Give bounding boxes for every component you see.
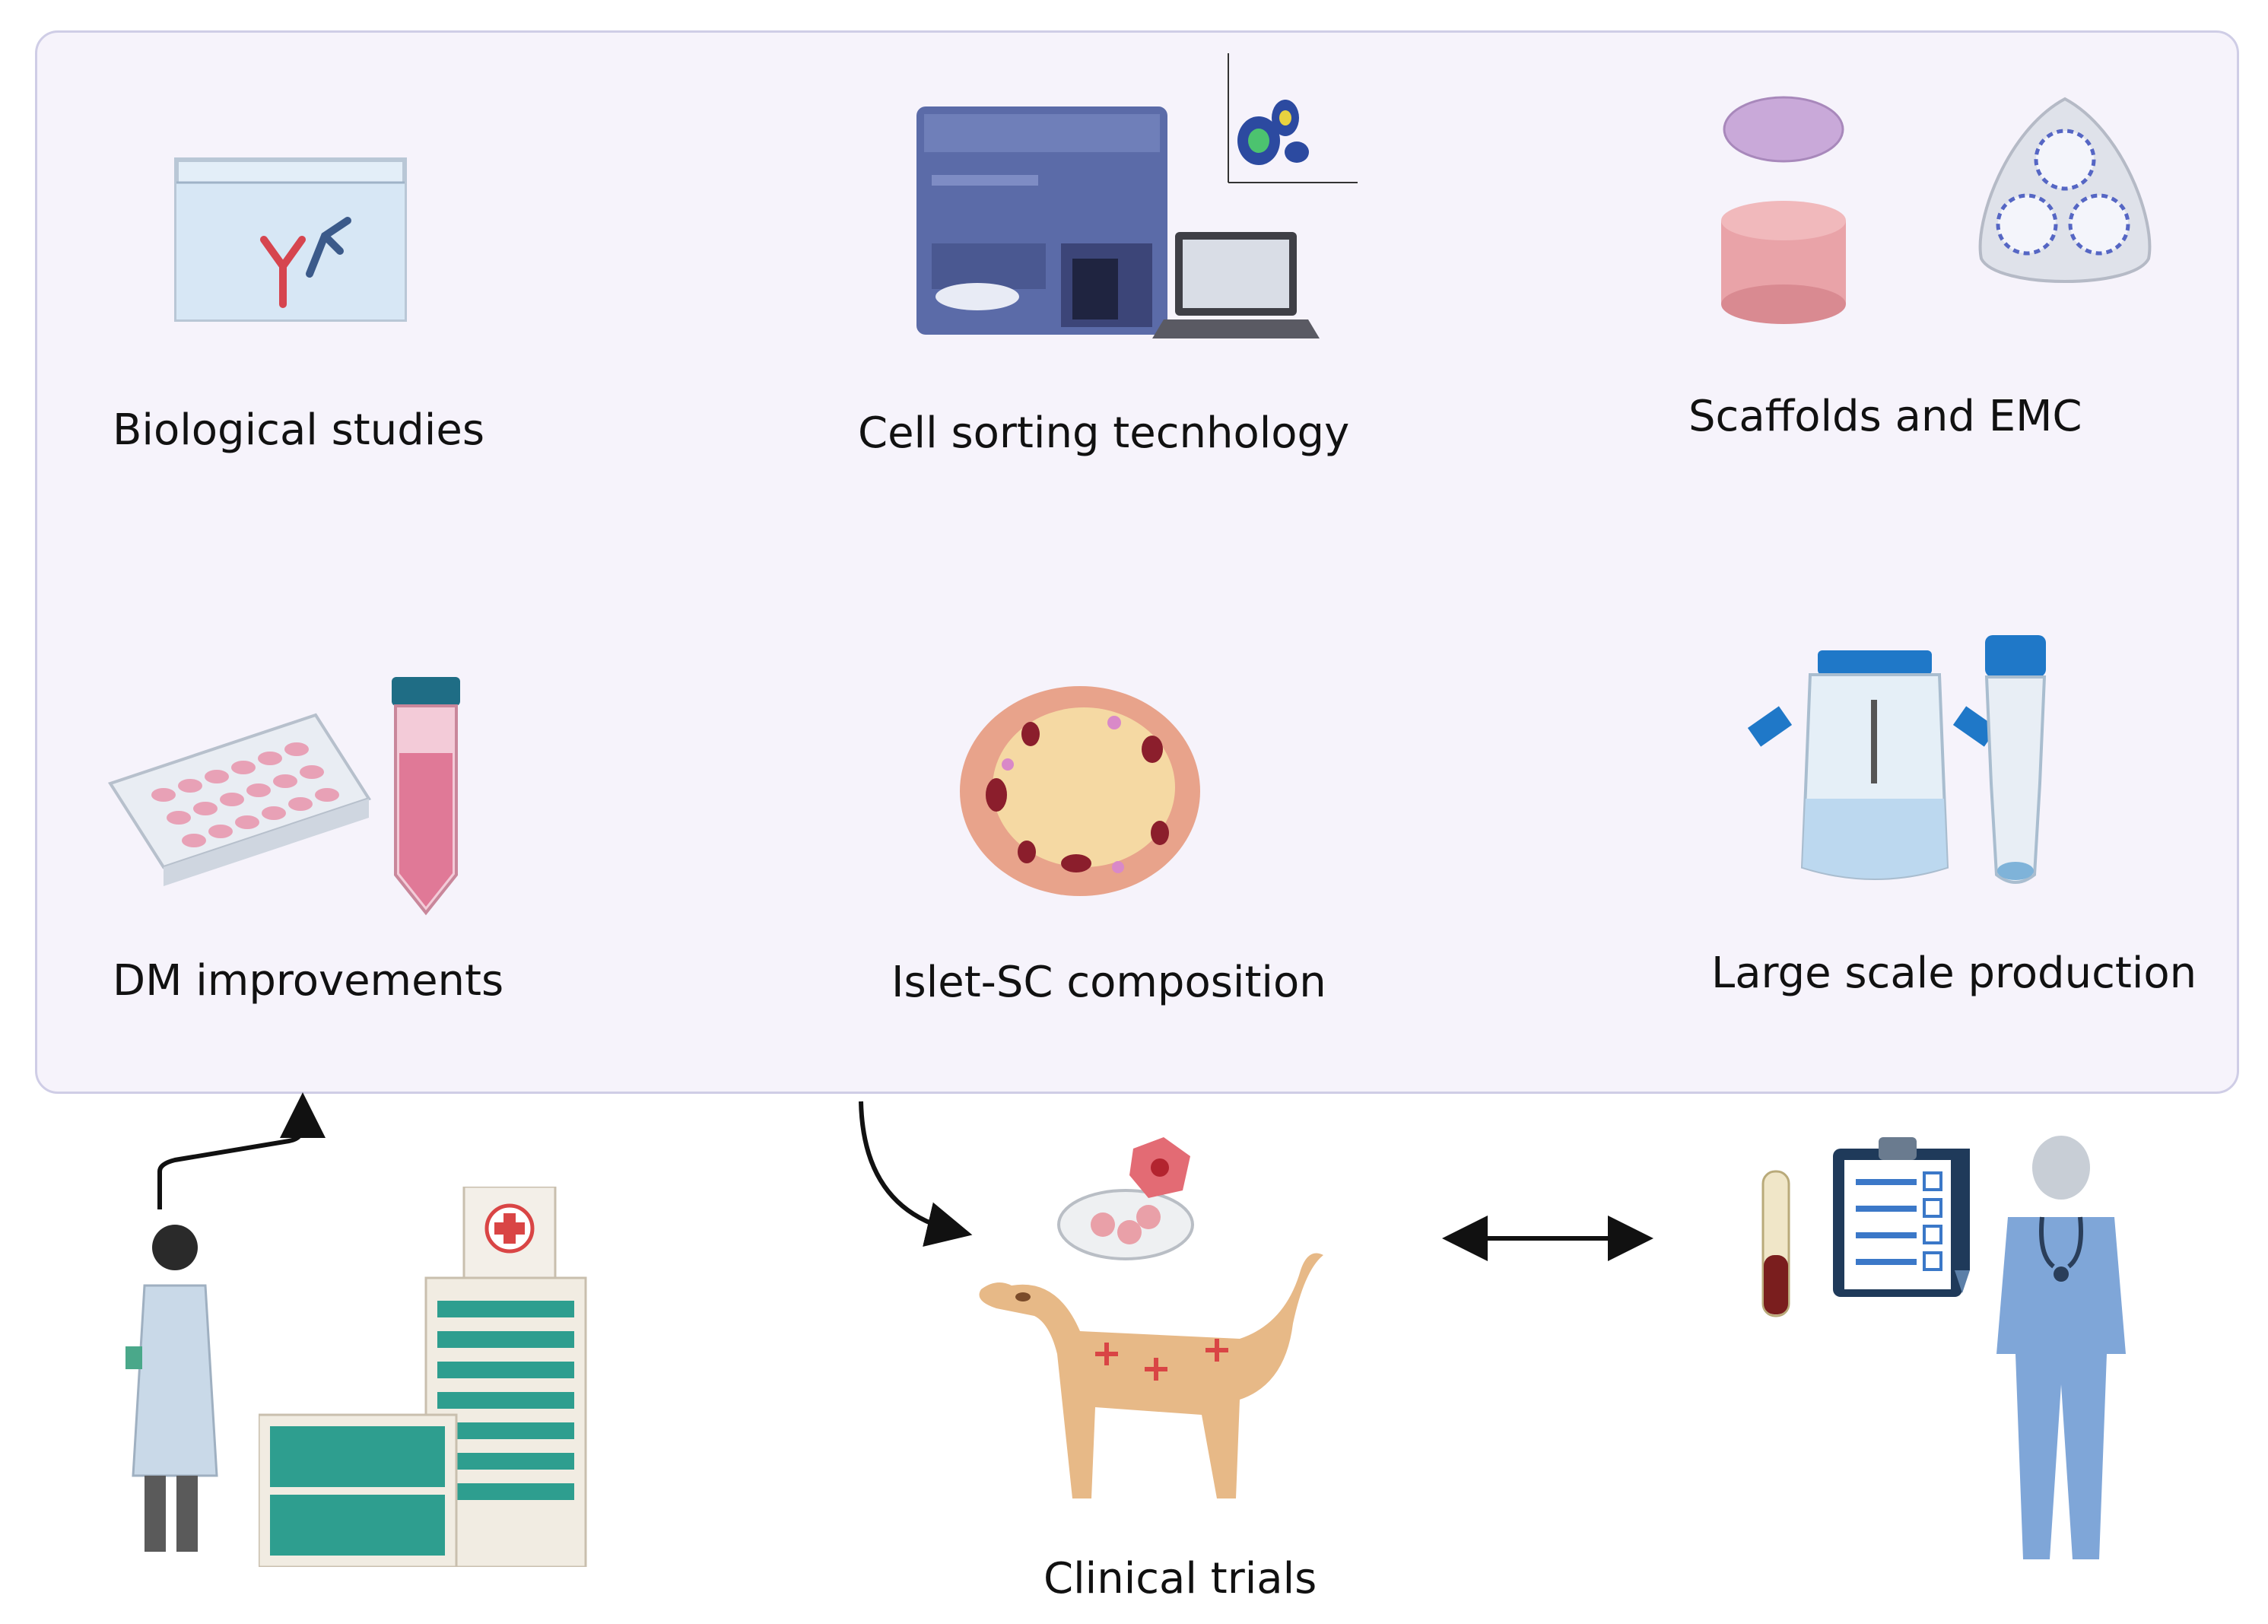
pen-icon bbox=[1955, 1149, 1970, 1293]
clipboard-icon bbox=[1833, 1137, 1962, 1297]
label-large-scale: Large scale production bbox=[1711, 949, 2197, 998]
islet-icon bbox=[960, 686, 1200, 896]
arrow-panel-to-clinical bbox=[859, 1101, 973, 1247]
bioreactor-icon bbox=[1747, 635, 2047, 884]
hospital-icon bbox=[259, 1187, 587, 1567]
antibody-tank-icon bbox=[174, 157, 407, 322]
label-clinical-trials: Clinical trials bbox=[1043, 1554, 1317, 1603]
label-dm-improvements: DM improvements bbox=[113, 956, 504, 1006]
label-biological-studies: Biological studies bbox=[113, 405, 484, 455]
cell-sorter-icon bbox=[916, 53, 1358, 338]
scaffold-icon bbox=[1721, 96, 2152, 324]
doctor-icon bbox=[1996, 1136, 2126, 1559]
dog-icon bbox=[979, 1253, 1323, 1498]
cell-dish-icon bbox=[1057, 1137, 1194, 1260]
label-scaffolds: Scaffolds and EMC bbox=[1688, 392, 2082, 441]
researcher-icon bbox=[125, 1225, 218, 1552]
well-plate-tube-icon bbox=[107, 677, 460, 916]
blood-tube-icon bbox=[1761, 1170, 1790, 1317]
arrow-research-to-panel bbox=[157, 1092, 326, 1209]
label-islet-composition: Islet-SC composition bbox=[891, 958, 1326, 1007]
label-cell-sorting: Cell sorting tecnhology bbox=[858, 408, 1350, 458]
